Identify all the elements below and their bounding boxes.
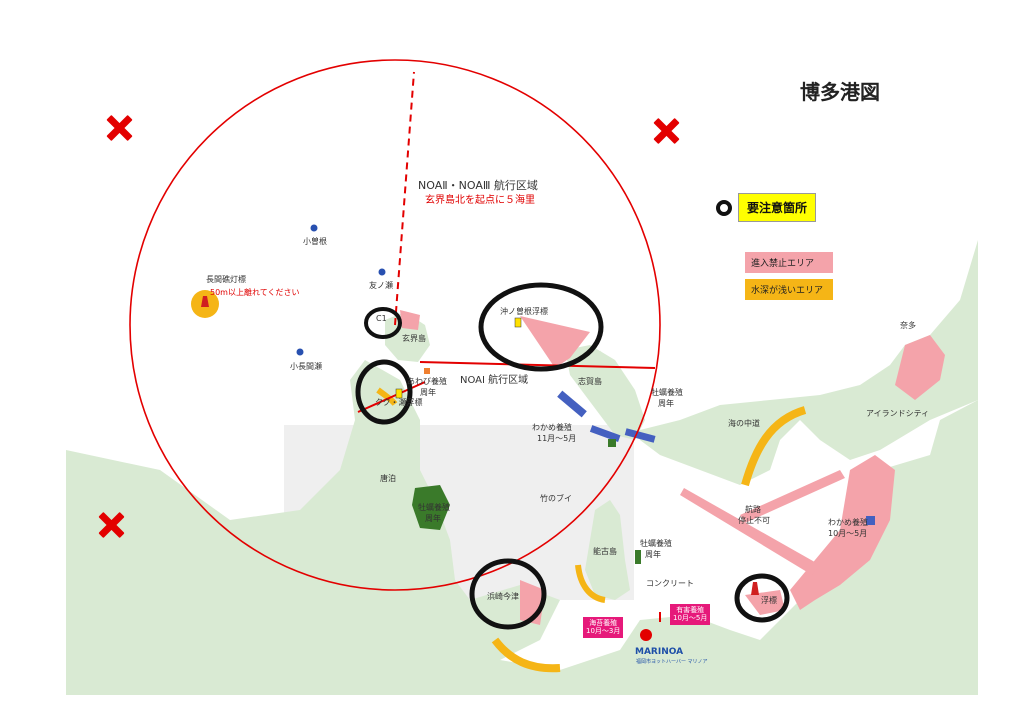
shikanoshima-oyster-label: 牡蠣養殖 — [651, 388, 683, 397]
wakame-farm-1 — [557, 390, 587, 418]
kosone-marker — [310, 224, 318, 232]
marina-sub: 福岡市ヨットハーバー マリノア — [636, 659, 708, 665]
oyster-farm-noko — [635, 550, 641, 564]
noa1-west-line — [357, 381, 426, 413]
kobirose-label: 小長間瀬 — [290, 362, 322, 371]
shallow-aa — [376, 387, 398, 406]
wakame-farm-4 — [866, 516, 875, 525]
nori-notice-sub: 10月～3月 — [586, 627, 621, 636]
nokonoshima-island — [585, 500, 630, 600]
channel-sub: 停止不可 — [738, 516, 770, 525]
caution-ring-hamasaki — [469, 558, 547, 630]
karadomari-oyster-sub: 周年 — [425, 514, 441, 523]
nokonoshima-label: 能古島 — [593, 547, 617, 556]
mainland-northeast — [600, 240, 978, 485]
legend-caution: 要注意箇所 — [716, 193, 817, 222]
noko-oyster-sub: 周年 — [645, 550, 661, 559]
noa23-label: NOAⅡ・NOAⅢ 航行区域 — [418, 179, 538, 192]
awabi-farm — [424, 368, 430, 374]
wakame1-label: わかめ養殖 — [532, 423, 572, 432]
island-city-label: アイランドシティ — [866, 409, 930, 418]
no-entry-island-city — [790, 455, 895, 610]
concrete-label: コンクリート — [646, 579, 694, 588]
noa1-label: NOAⅠ 航行区域 — [460, 375, 529, 386]
tomonose-marker — [378, 268, 386, 276]
awabi-label: あわび養殖 — [407, 377, 447, 386]
nagamase-light-icon — [201, 296, 209, 307]
shikanoshima-label: 志賀島 — [578, 377, 602, 386]
oyster-season-notice: 有害養殖 10月～5月 — [670, 604, 711, 625]
shallow-noko — [575, 564, 606, 603]
shikanoshima-oyster-sub: 周年 — [658, 399, 674, 408]
shallow-nakamichi — [741, 406, 807, 487]
karadomari-oyster-label: 牡蠣養殖 — [418, 503, 450, 512]
wakame-farm-2 — [589, 425, 621, 442]
oyster-farm-shikanoshima — [608, 439, 616, 447]
marina-dot — [640, 629, 652, 641]
caution-ring-icon — [716, 199, 732, 216]
caution-ring-oso — [478, 282, 604, 372]
noko-oyster-label: 牡蠣養殖 — [640, 539, 672, 548]
genkaijima-island — [385, 312, 430, 362]
noa23-note: 玄界島北を起点に５海里 — [425, 195, 535, 206]
oyster-farm-karadomari — [412, 485, 450, 530]
umi-no-nakamichi-label: 海の中道 — [728, 419, 760, 428]
nagamase-light-label: 長間礁灯標 — [206, 275, 246, 284]
noa23-boundary-circle — [129, 59, 661, 591]
mainland-west — [66, 360, 978, 695]
wakame1-sub: 11月～5月 — [537, 434, 577, 443]
no-entry-channel-2 — [740, 470, 845, 523]
legend-shallow: 水深が浅いエリア — [745, 279, 833, 300]
legend-no-entry: 進入禁止エリア — [745, 252, 833, 273]
tomonose-label: 友ノ瀬 — [369, 281, 393, 290]
oyster-season-sub: 10月～5月 — [673, 614, 708, 623]
wakame-farm-3 — [624, 428, 656, 443]
shallow-imazu — [491, 637, 561, 673]
kobirose-marker — [296, 348, 304, 356]
kosone-label: 小曽根 — [303, 237, 327, 246]
marina-name: MARINOA — [635, 647, 684, 657]
wakame2-label: わかめ養殖 — [828, 518, 868, 527]
genkaijima-label: 玄界島 — [402, 334, 426, 343]
caution-ring-ukihyo — [734, 573, 790, 623]
prohibited-x-mark — [104, 113, 134, 143]
nata-label: 奈多 — [900, 321, 916, 330]
no-entry-channel-1 — [680, 488, 820, 575]
awabi-sub: 周年 — [420, 388, 436, 397]
oso-buoy-icon — [514, 317, 522, 328]
no-entry-genkai-east — [400, 310, 420, 330]
legend-caution-label: 要注意箇所 — [738, 193, 817, 222]
karadomari-label: 唐泊 — [380, 474, 396, 483]
noa1-boundary-line — [419, 361, 656, 369]
caution-ring-c1 — [364, 307, 402, 339]
kukai-buoy-label: クク・瀬浮標 — [375, 398, 423, 407]
nori-notice-label: 海苔養殖 — [589, 619, 618, 627]
oso-buoy-label: 沖ノ曽根浮標 — [500, 307, 548, 316]
noa23-dashed-line — [394, 71, 415, 326]
ukihyo-buoy-icon — [751, 582, 759, 595]
map-title: 博多港図 — [800, 80, 880, 104]
wakame2-sub: 10月～5月 — [828, 529, 868, 538]
prohibited-x-mark — [96, 510, 126, 540]
light-c1-label: C1 — [376, 314, 387, 323]
kukai-buoy-icon — [395, 388, 403, 399]
nori-notice: 海苔養殖 10月～3月 — [583, 617, 624, 638]
no-entry-nata-coast — [895, 335, 945, 400]
nagamase-warning: 50m以上離れてください — [210, 288, 300, 297]
take-buoy-label: 竹のブイ — [540, 494, 572, 503]
prohibited-x-mark — [651, 116, 681, 146]
caution-ring-kukai — [355, 359, 413, 425]
oyster-season-label: 有害養殖 — [676, 606, 705, 614]
ukihyo-label: 浮標 — [761, 596, 777, 605]
no-entry-ukihyo — [745, 590, 785, 615]
shikanoshima-island — [565, 345, 645, 440]
no-entry-oso — [520, 316, 590, 368]
hamasaki-imazu-label: 浜崎今津 — [487, 592, 519, 601]
channel-label: 航路 — [745, 505, 761, 514]
